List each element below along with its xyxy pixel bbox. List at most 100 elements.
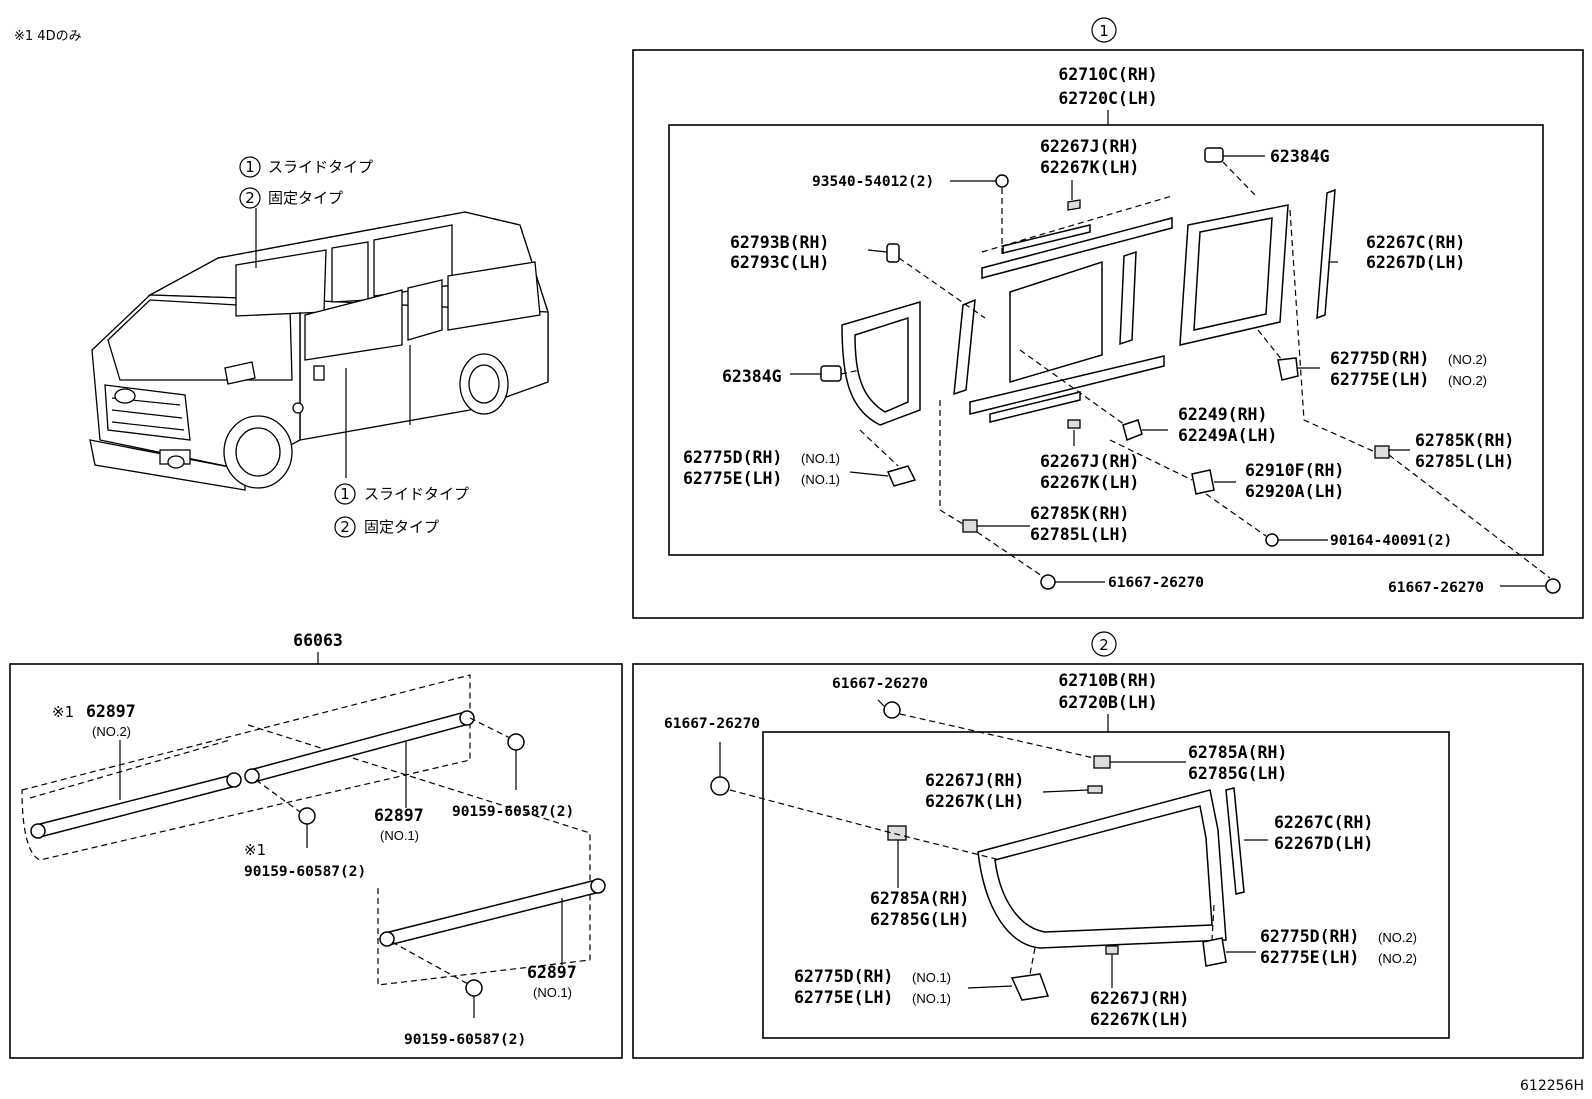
note-top: ※1 4Dのみ <box>14 29 82 44</box>
s2-fixed-glass <box>977 789 1227 949</box>
legend-2b-text: 固定タイプ <box>364 518 439 536</box>
s2-62267j-bot: 62267J(RH) <box>1090 989 1189 1008</box>
section-1-slide: 1 62710C(RH) 62720C(LH) <box>632 17 1584 619</box>
s1-nut-61667-a <box>1040 574 1056 590</box>
s1-62267k-mid: 62267K(LH) <box>1040 473 1139 492</box>
s2-62267k-bot: 62267K(LH) <box>1090 1010 1189 1029</box>
s1-clip-62267j-mid <box>1067 419 1081 429</box>
s1-cap-62775d-no1 <box>886 465 917 487</box>
s2-strip-62267c <box>1225 787 1245 895</box>
s2-61667-left: 61667-26270 <box>664 716 760 732</box>
s2-62267j-top: 62267J(RH) <box>925 771 1024 790</box>
s1-window-assembly <box>841 188 1336 426</box>
legend-1b-circle <box>334 483 356 505</box>
s1-main-rh: 62710C(RH) <box>1058 65 1157 84</box>
s1-clip-62785k-right <box>1374 445 1390 459</box>
s2-main-rh: 62710B(RH) <box>1058 671 1157 690</box>
s1-cap-62775d-no2 <box>1277 357 1299 381</box>
s1-62775d-no1: 62775D(RH) <box>683 448 782 467</box>
s1-plate-62249 <box>1122 419 1143 442</box>
section-1-outer-box <box>632 49 1584 619</box>
s1-62267k-lh: 62267K(LH) <box>1040 158 1139 177</box>
s2-62267c: 62267C(RH) <box>1274 813 1373 832</box>
window-slide-side <box>304 289 403 361</box>
legend-1-circle <box>239 156 261 178</box>
legend-1-num: 1 <box>245 158 255 176</box>
s2-62267d: 62267D(LH) <box>1274 834 1373 853</box>
legend-2-text: 固定タイプ <box>268 189 343 207</box>
s3-62897-low-sfx: (NO.1) <box>533 985 572 1000</box>
s2-clip-62267j-top <box>1087 785 1103 794</box>
legend-1b-num: 1 <box>340 485 350 503</box>
section-1-inner-box <box>668 124 1544 556</box>
s1-61667-b: 61667-26270 <box>1388 580 1484 596</box>
s3-bolt-right <box>507 733 525 790</box>
s3-62897-mid: 62897 <box>374 806 424 825</box>
s3-stay-no1-upper <box>244 710 475 784</box>
s1-clip-62267j-top <box>1067 199 1081 211</box>
s3-main: 66063 <box>293 631 343 650</box>
s1-screw-90164 <box>1265 533 1279 547</box>
s2-nut-61667-top <box>877 699 901 719</box>
s1-93540: 93540-54012(2) <box>812 174 934 190</box>
s1-62775e-no2-sfx: (NO.2) <box>1448 373 1487 388</box>
van-overview: 1 スライドタイプ 2 固定タイプ 1 スライドタイプ 2 固定タイプ <box>89 156 549 538</box>
s2-62785a-left: 62785A(RH) <box>870 889 969 908</box>
s1-62785l-right: 62785L(LH) <box>1415 452 1514 471</box>
s1-62267j-rh: 62267J(RH) <box>1040 137 1139 156</box>
section-1-marker-circle <box>1091 17 1117 43</box>
s2-62775d-no1: 62775D(RH) <box>794 967 893 986</box>
legend-2-num: 2 <box>245 189 255 207</box>
s2-62775e-no1-sfx: (NO.1) <box>912 991 951 1006</box>
s3-bolt-mid <box>298 807 316 848</box>
legend-2b-num: 2 <box>340 518 350 536</box>
s2-62785g-top: 62785G(LH) <box>1188 764 1287 783</box>
s3-bolt-low <box>465 979 483 1018</box>
s2-62267k-top: 62267K(LH) <box>925 792 1024 811</box>
s3-stay-no2 <box>30 772 242 839</box>
s1-screw-93540 <box>995 174 1009 188</box>
section-66063-box <box>9 663 623 1059</box>
s2-62775d-no1-sfx: (NO.1) <box>912 970 951 985</box>
section-2-marker: 2 <box>1099 636 1109 654</box>
s3-62897-top-sfx: (NO.2) <box>92 724 131 739</box>
s1-62793b: 62793B(RH) <box>730 233 829 252</box>
s1-latch-62910f <box>1191 469 1215 495</box>
s2-62775e-no1: 62775E(LH) <box>794 988 893 1007</box>
section-2-inner-box <box>762 731 1450 1039</box>
section-66063-stays: 66063 <box>9 631 623 1059</box>
s2-62775e-no2-sfx: (NO.2) <box>1378 951 1417 966</box>
s1-62920a: 62920A(LH) <box>1245 482 1344 501</box>
s1-pad-62384g-left <box>820 365 842 382</box>
s1-pad-62384g-top <box>1204 147 1224 163</box>
section-2-fixed: 2 62710B(RH) 62720B(LH) <box>632 631 1584 1059</box>
diagram-id: 612256H <box>1520 1078 1584 1094</box>
s2-main-lh: 62720B(LH) <box>1058 693 1157 712</box>
s1-90164: 90164-40091(2) <box>1330 533 1452 549</box>
s3-note-1: ※1 <box>244 841 266 859</box>
s1-bracket-62793 <box>886 243 900 263</box>
s3-note-prefix: ※1 <box>52 703 74 721</box>
s2-clip-62267j-bot <box>1105 945 1119 955</box>
s1-62775e-no1-sfx: (NO.1) <box>801 472 840 487</box>
s1-62267c: 62267C(RH) <box>1366 233 1465 252</box>
s3-62897-mid-sfx: (NO.1) <box>380 828 419 843</box>
s1-62249a: 62249A(LH) <box>1178 426 1277 445</box>
section-2-marker-circle <box>1091 631 1117 657</box>
s2-nut-61667-left <box>710 742 730 796</box>
s2-62785g-left: 62785G(LH) <box>870 910 969 929</box>
s3-90159-low: 90159-60587(2) <box>404 1032 526 1048</box>
s2-61667-top: 61667-26270 <box>832 676 928 692</box>
s1-61667-a: 61667-26270 <box>1108 575 1204 591</box>
s1-62775d-no2-sfx: (NO.2) <box>1448 352 1487 367</box>
s2-62775e-no2: 62775E(LH) <box>1260 948 1359 967</box>
s2-clip-62785a-top <box>1093 755 1111 769</box>
s1-62384g-top: 62384G <box>1270 147 1330 166</box>
s1-62775e-no1: 62775E(LH) <box>683 469 782 488</box>
s1-62775d-no2: 62775D(RH) <box>1330 349 1429 368</box>
s2-clip-62785a-left <box>887 825 907 841</box>
s1-nut-61667-b <box>1545 578 1561 594</box>
s3-90159-right: 90159-60587(2) <box>452 804 574 820</box>
s1-62267d: 62267D(LH) <box>1366 253 1465 272</box>
